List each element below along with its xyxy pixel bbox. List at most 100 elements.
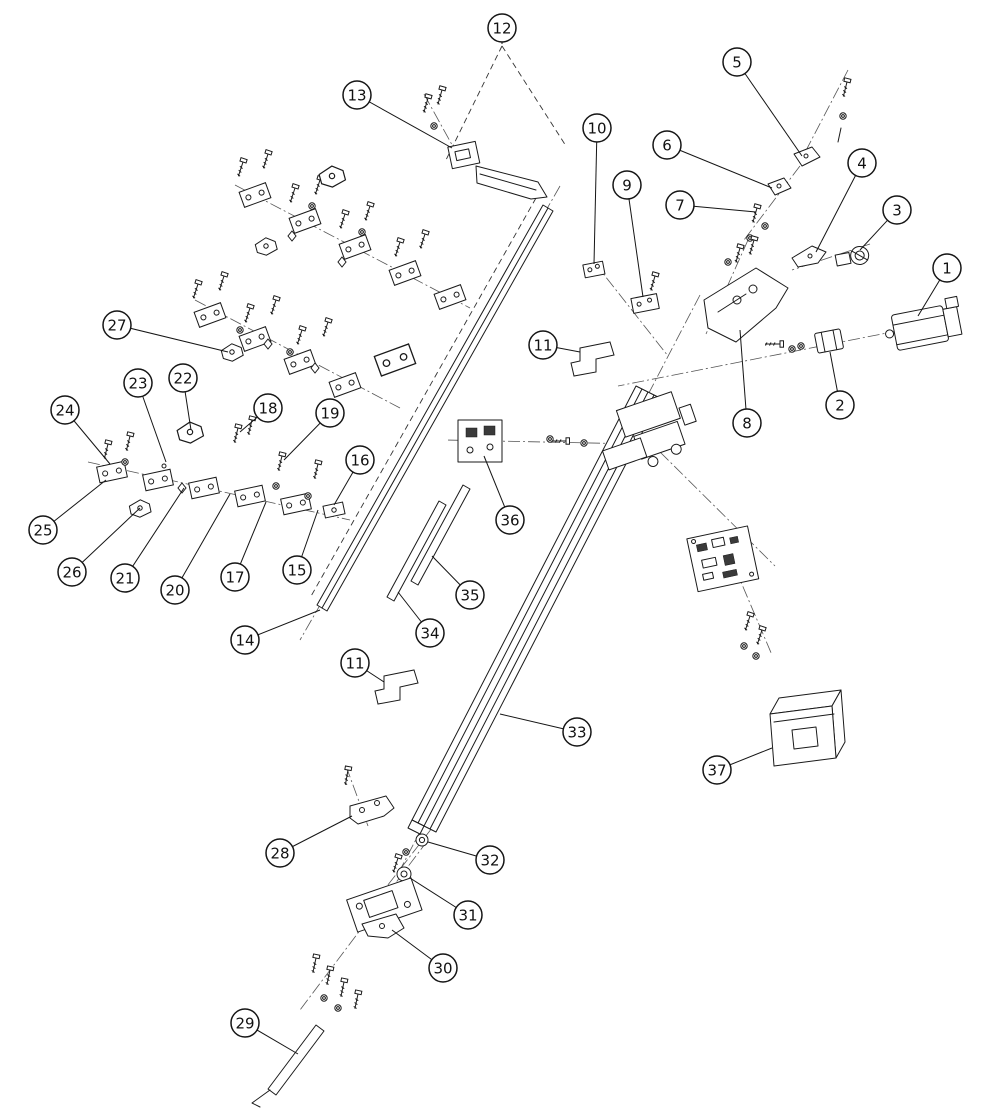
balloon-number-9: 9 (622, 176, 632, 194)
bracket-part-11-upper (570, 341, 615, 377)
screws-part-5 (793, 77, 852, 167)
callout-23-23: 23 (123, 368, 167, 463)
callout-19-19: 19 (283, 398, 345, 461)
motor-part-1 (885, 295, 963, 351)
balloon-29 (230, 1008, 260, 1038)
leader-line-8 (739, 329, 748, 424)
balloon-number-35: 35 (460, 586, 479, 604)
balloon-number-19: 19 (320, 404, 339, 422)
callout-18-18: 18 (239, 393, 283, 433)
balloon-15 (282, 555, 312, 585)
callout-5-4: 5 (722, 47, 803, 157)
callout-16-16: 16 (333, 445, 375, 506)
balloon-12 (487, 13, 517, 43)
balloon-16 (345, 445, 375, 475)
guide-rail-part-14 (316, 204, 554, 612)
balloon-number-12: 12 (492, 19, 511, 37)
dashed-lines (309, 45, 567, 599)
box-part-37 (769, 689, 846, 767)
balloon-number-2: 2 (835, 396, 845, 414)
balloon-33 (562, 717, 592, 747)
balloon-8 (732, 408, 762, 438)
balloon-20 (160, 575, 190, 605)
balloon-32 (475, 845, 505, 875)
bracket-part-30b (361, 913, 405, 939)
balloon-number-11: 11 (533, 336, 552, 354)
callout-30-30: 30 (391, 929, 458, 983)
balloon-number-27: 27 (107, 316, 126, 334)
leader-line-13 (356, 94, 453, 149)
callout-36-36: 36 (483, 455, 525, 535)
balloon-number-14: 14 (235, 631, 254, 649)
plate-part-9 (630, 271, 660, 314)
balloon-22 (168, 363, 198, 393)
balloon-number-6: 6 (662, 136, 672, 154)
balloon-13 (342, 80, 372, 110)
balloon-14 (230, 625, 260, 655)
balloon-36 (495, 505, 525, 535)
balloon-number-37: 37 (707, 761, 726, 779)
balloon-number-8: 8 (742, 414, 752, 432)
balloon-17 (220, 562, 250, 592)
callout-25-25: 25 (28, 479, 107, 545)
balloon-21 (110, 563, 140, 593)
leader-line-20 (174, 493, 231, 591)
leader-line-4 (815, 162, 863, 253)
callout-26-26: 26 (57, 507, 141, 587)
balloon-25 (28, 515, 58, 545)
leader-line-21 (124, 487, 185, 579)
callout-24-24: 24 (50, 395, 111, 465)
balloon-24 (50, 395, 80, 425)
leader-line-27 (116, 324, 229, 353)
leader-line-5 (736, 61, 803, 157)
balloon-23 (123, 368, 153, 398)
motor-bracket-part-8 (703, 235, 789, 343)
callout-29-29: 29 (230, 1008, 299, 1055)
balloon-number-23: 23 (128, 374, 147, 392)
plate-part-36 (457, 419, 503, 463)
callout-11-10: 11 (528, 330, 581, 360)
balloon-number-20: 20 (165, 581, 184, 599)
balloon-number-17: 17 (225, 568, 244, 586)
balloon-number-26: 26 (62, 563, 81, 581)
bent-strip-part-12 (475, 165, 548, 200)
upper-cluster-row-2 (189, 271, 417, 398)
main-rail-part-33 (407, 385, 661, 835)
callout-34-34: 34 (397, 591, 445, 648)
balloon-10 (582, 113, 612, 143)
callout-17-17: 17 (220, 501, 267, 592)
pcb-assembly (686, 525, 767, 660)
callout-21-21: 21 (110, 487, 185, 593)
balloon-number-21: 21 (115, 569, 134, 587)
balloon-1 (932, 253, 962, 283)
balloon-number-32: 32 (480, 851, 499, 869)
bolt-part-3 (834, 245, 870, 267)
strip-part-34 (386, 500, 447, 602)
callout-4-3: 4 (815, 148, 877, 253)
left-idler-cluster (96, 415, 346, 520)
callout-20-20: 20 (160, 493, 231, 605)
carriage-assembly (546, 391, 697, 471)
balloon-number-22: 22 (173, 369, 192, 387)
balloon-35 (455, 580, 485, 610)
callout-12-12: 12 (487, 13, 517, 44)
callout-6-5: 6 (652, 130, 773, 189)
strip-part-35 (410, 484, 471, 586)
bracket-part-13 (420, 85, 481, 170)
callout-22-22: 22 (168, 363, 198, 431)
balloon-number-15: 15 (287, 561, 306, 579)
callout-14-14: 14 (230, 609, 321, 655)
balloon-5 (722, 47, 752, 77)
balloon-number-5: 5 (732, 53, 742, 71)
callout-32-32: 32 (427, 841, 505, 875)
bracket-part-11-lower (374, 669, 419, 705)
balloon-26 (57, 557, 87, 587)
callout-37-37: 37 (702, 747, 773, 785)
callout-9-8: 9 (612, 170, 644, 298)
balloon-4 (847, 148, 877, 178)
balloon-number-24: 24 (55, 401, 74, 419)
callout-15-15: 15 (282, 509, 319, 585)
balloon-19 (315, 398, 345, 428)
